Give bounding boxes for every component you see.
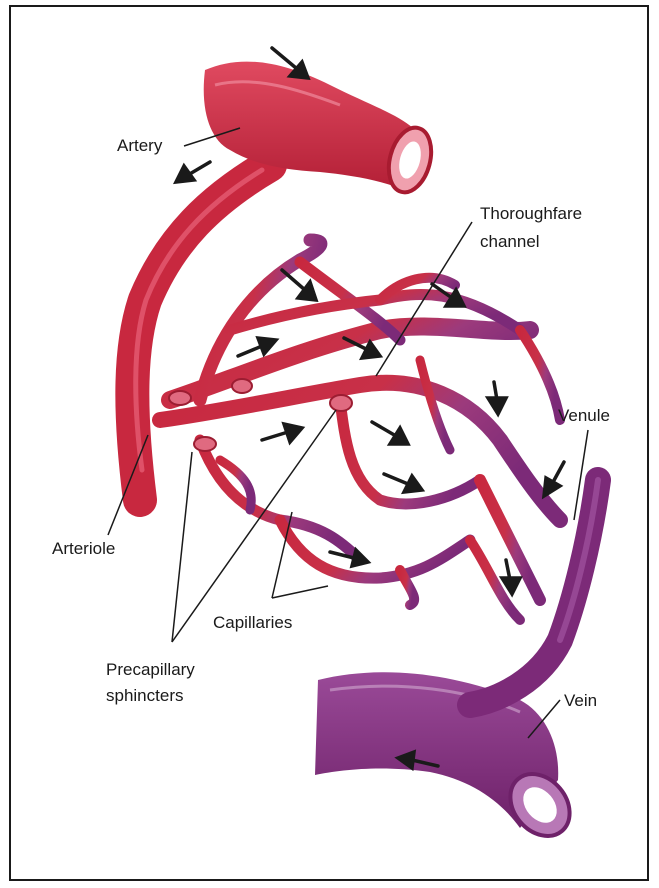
vein-label: Vein	[564, 690, 597, 711]
precapillary-label-line2: sphincters	[106, 685, 183, 706]
vein-vessel	[315, 672, 582, 847]
thoroughfare-label-line1: Thoroughfare	[480, 203, 582, 224]
artery-label: Artery	[117, 135, 162, 156]
venule-label: Venule	[558, 405, 610, 426]
precapillary-label-line1: Precapillary	[106, 659, 195, 680]
arrow-icon	[488, 382, 506, 414]
arrow-icon	[176, 162, 210, 182]
thoroughfare-label-line2: channel	[480, 231, 540, 252]
arrow-icon	[262, 424, 302, 442]
capillaries-leader-2	[272, 586, 328, 598]
arrow-icon	[372, 422, 408, 444]
sphincter-leader-1	[172, 452, 192, 642]
arrow-icon	[544, 462, 564, 496]
capillaries-label: Capillaries	[213, 612, 292, 633]
arrow-icon	[238, 338, 276, 356]
arteriole-label: Arteriole	[52, 538, 115, 559]
arrow-icon	[384, 474, 422, 492]
